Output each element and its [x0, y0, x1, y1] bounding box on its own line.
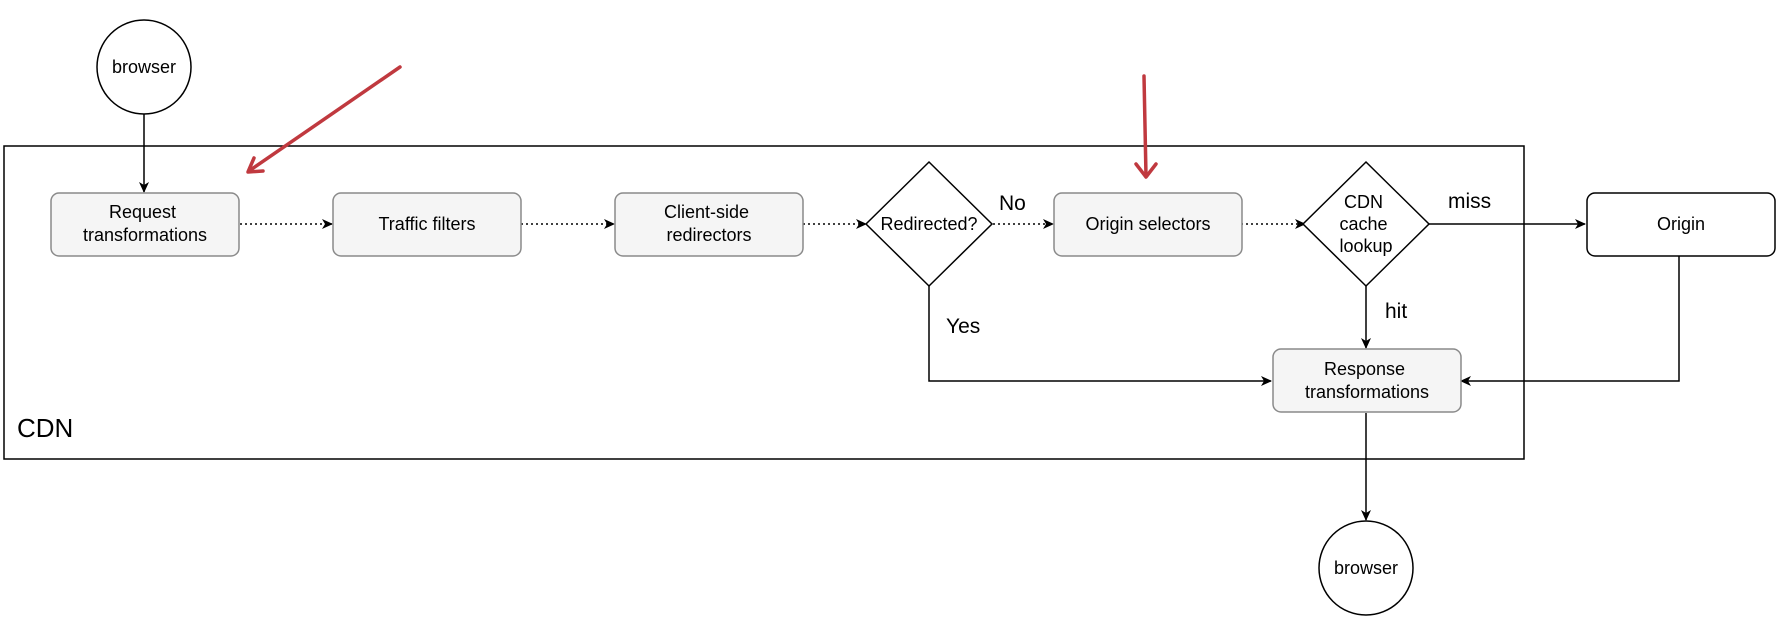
edge-redirected-yes-to-response	[928, 286, 1272, 386]
cdn-cache-lookup-node: CDN cache lookup	[1301, 160, 1431, 288]
svg-text:Response transformations: Response transformations	[1305, 359, 1429, 402]
annotation-arrow-request-transformations	[246, 65, 402, 174]
response-transformations-node: Response transformations	[1272, 348, 1462, 413]
annotation-arrow-origin-selectors	[1134, 74, 1158, 179]
edge-label-miss: miss	[1448, 190, 1491, 213]
response-transformations-label-line2: transformations	[1305, 382, 1429, 402]
edge-label-hit: hit	[1385, 300, 1407, 323]
client-side-redirectors-label-line2: redirectors	[666, 225, 751, 245]
client-side-redirectors-node: Client-side redirectors	[614, 192, 804, 257]
svg-text:CDN cache lookup: CDN cache lookup	[1339, 192, 1392, 256]
request-transformations-node: Request transformations	[50, 192, 240, 257]
origin-label: Origin	[1657, 214, 1705, 234]
request-transformations-label-line1: Request	[109, 202, 176, 222]
request-transformations-label-line2: transformations	[83, 225, 207, 245]
redirected-decision-label: Redirected?	[880, 214, 977, 234]
svg-text:Request transformations: Request transformations	[83, 202, 207, 245]
browser-top-node: browser	[96, 19, 192, 115]
redirected-decision-node: Redirected?	[864, 160, 994, 288]
traffic-filters-node: Traffic filters	[332, 192, 522, 257]
response-transformations-label-line1: Response	[1324, 359, 1405, 379]
cdn-region	[3, 145, 1525, 460]
browser-bottom-label: browser	[1334, 558, 1398, 578]
cdn-cache-lookup-label-line3: lookup	[1339, 236, 1392, 256]
origin-node: Origin	[1586, 192, 1776, 257]
origin-selectors-label: Origin selectors	[1085, 214, 1210, 234]
cdn-cache-lookup-label-line2: cache	[1339, 214, 1387, 234]
edge-origin-to-response	[1460, 256, 1680, 386]
edge-label-yes: Yes	[946, 315, 980, 338]
cdn-cache-lookup-label-line1: CDN	[1344, 192, 1383, 212]
traffic-filters-label: Traffic filters	[378, 214, 475, 234]
origin-selectors-node: Origin selectors	[1053, 192, 1243, 257]
cdn-region-label: CDN	[17, 413, 73, 443]
svg-text:Client-side redirectors: Client-side redirectors	[664, 202, 754, 245]
client-side-redirectors-label-line1: Client-side	[664, 202, 749, 222]
edge-label-no: No	[999, 192, 1026, 215]
browser-bottom-node: browser	[1318, 520, 1414, 616]
browser-top-label: browser	[112, 57, 176, 77]
